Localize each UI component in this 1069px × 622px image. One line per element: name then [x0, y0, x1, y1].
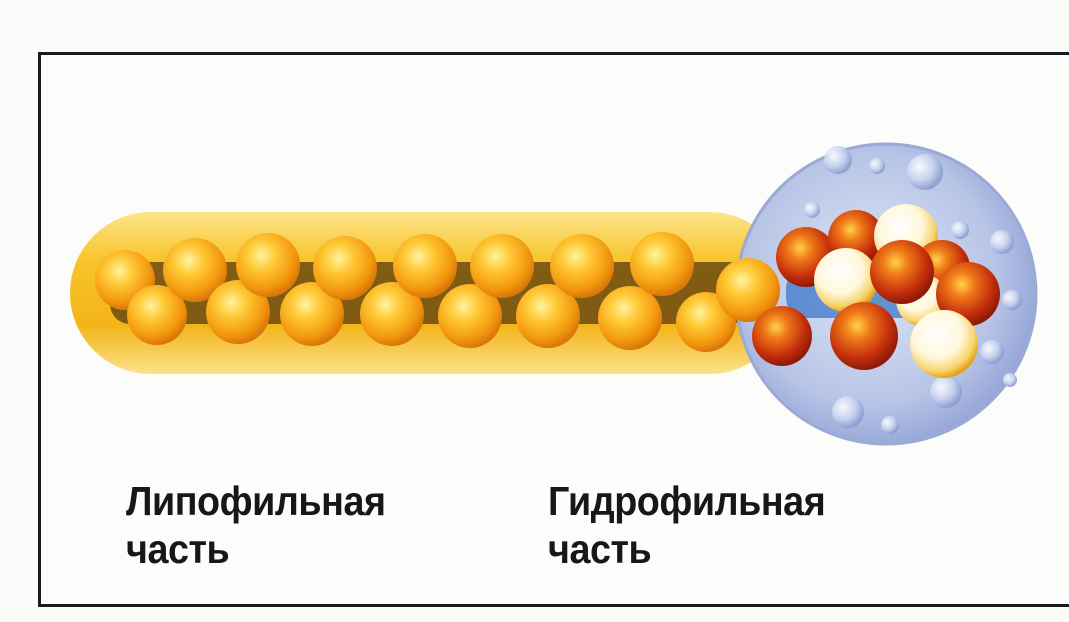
droplet — [930, 376, 962, 408]
lipophilic-label-line2: часть — [126, 525, 386, 573]
lipophilic-label-line1: Липофильная — [126, 477, 386, 525]
hydrophilic-label-line2: часть — [548, 525, 825, 573]
droplet — [832, 396, 864, 428]
droplet — [1003, 373, 1017, 387]
droplet — [907, 154, 943, 190]
droplet — [980, 340, 1004, 364]
tail-bead — [313, 236, 377, 300]
red-atom — [870, 240, 934, 304]
droplet — [951, 221, 969, 239]
tail-bead — [630, 232, 694, 296]
tail-bead — [470, 234, 534, 298]
droplet — [881, 416, 899, 434]
tail-bead — [393, 234, 457, 298]
hydrophilic-label-line1: Гидрофильная — [548, 477, 825, 525]
tail-bead — [550, 234, 614, 298]
hydrophilic-label: Гидрофильная часть — [548, 477, 825, 573]
lipophilic-label: Липофильная часть — [126, 477, 386, 573]
droplet — [824, 146, 852, 174]
tail-bead — [598, 286, 662, 350]
droplet — [1002, 290, 1022, 310]
droplet — [804, 202, 820, 218]
red-atom — [830, 302, 898, 370]
tail-bead — [236, 233, 300, 297]
droplet — [990, 230, 1014, 254]
droplet — [869, 158, 885, 174]
red-atom — [752, 306, 812, 366]
white-atom — [910, 310, 978, 378]
